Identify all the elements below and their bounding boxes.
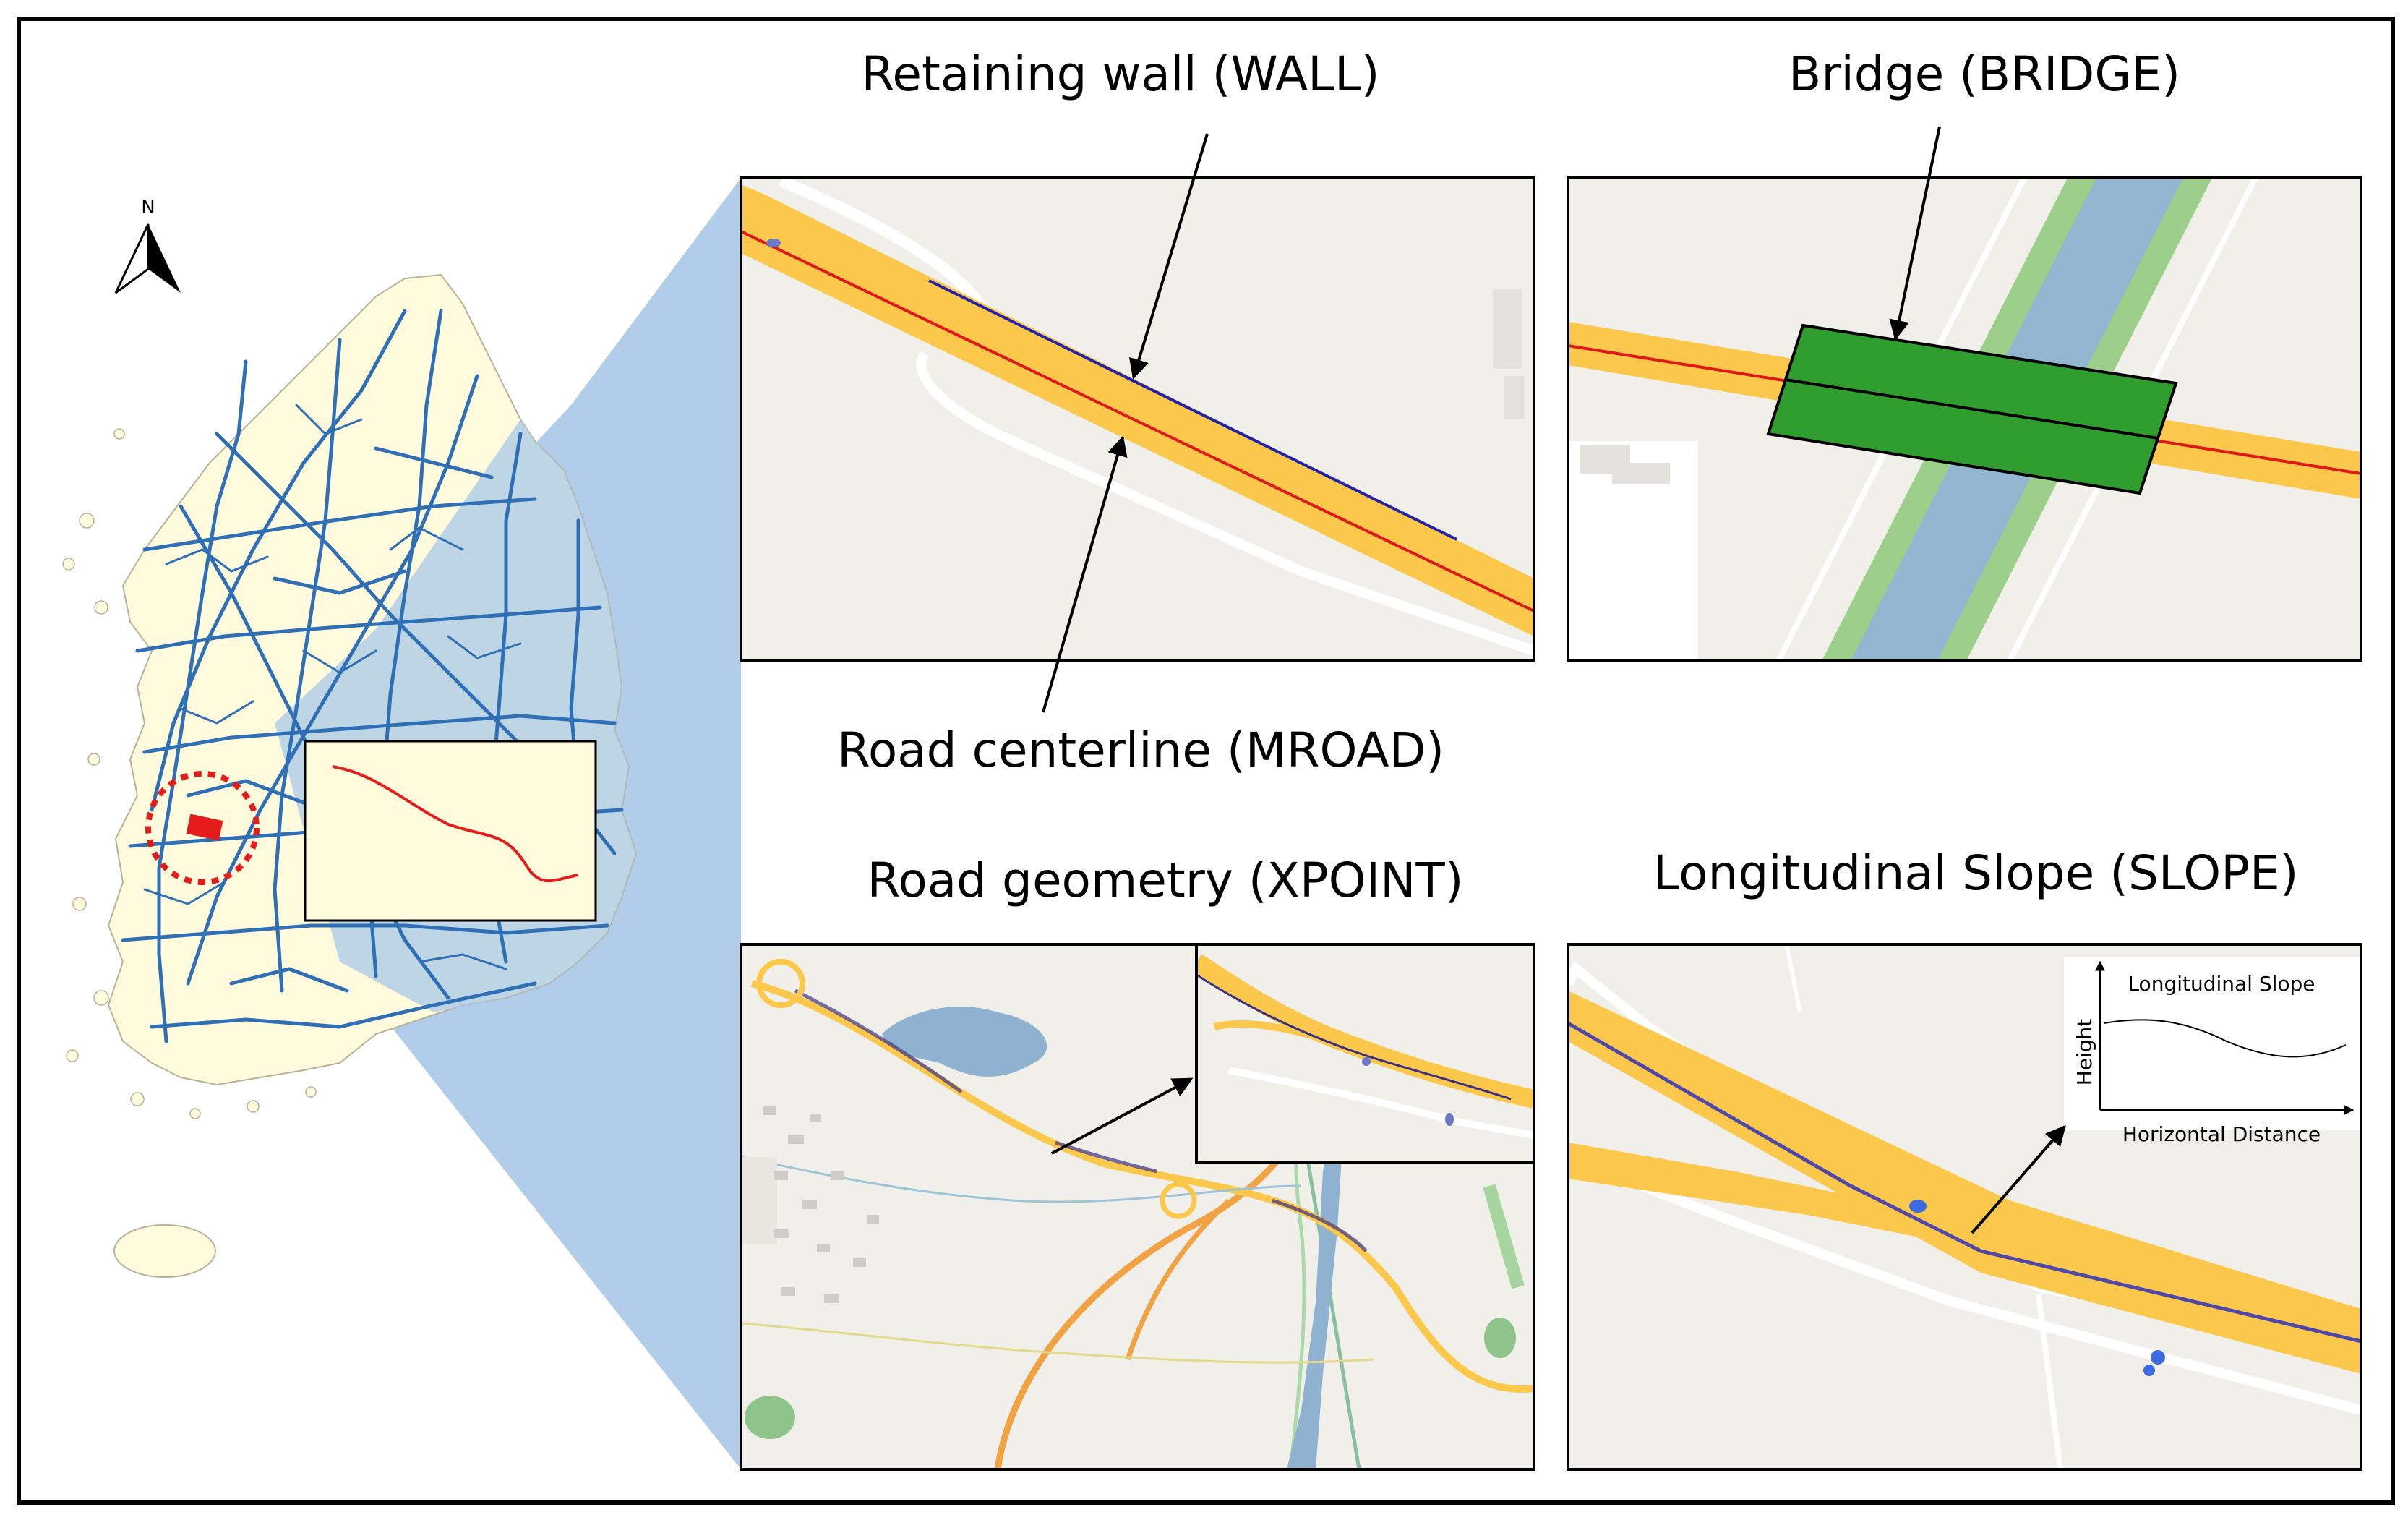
slope-centerline — [1568, 1021, 2361, 1344]
urban-area — [763, 1106, 879, 1303]
label-bridge: Bridge (BRIDGE) — [1788, 46, 2180, 102]
study-area-circle — [145, 771, 260, 885]
label-xpoint: Road geometry (XPOINT) — [867, 853, 1463, 908]
panel-retaining-wall — [740, 176, 1535, 662]
slope-chart — [2064, 957, 2361, 1130]
label-slope: Longitudinal Slope (SLOPE) — [1653, 845, 2299, 901]
jeju-island — [113, 1224, 216, 1278]
slope-chart-title: Longitudinal Slope — [2128, 972, 2315, 996]
wall-line — [928, 279, 1457, 541]
label-wall: Retaining wall (WALL) — [862, 46, 1380, 102]
slope-chart-y-label: Height — [2073, 1019, 2096, 1086]
study-route-inset — [304, 740, 597, 922]
panel-bridge — [1567, 176, 2362, 662]
north-label: N — [141, 197, 155, 218]
north-arrow-icon: N — [114, 197, 181, 294]
study-area-marker — [186, 814, 223, 841]
panel-longitudinal-slope: Longitudinal Slope Height Horizontal Dis… — [1567, 943, 2362, 1471]
label-mroad: Road centerline (MROAD) — [837, 722, 1444, 778]
mroad-line — [741, 230, 1534, 612]
overview-map: N — [62, 178, 741, 1469]
panel-road-geometry — [740, 943, 1535, 1471]
slope-chart-x-label: Horizontal Distance — [2122, 1122, 2321, 1146]
callout-arrows — [1042, 126, 2066, 1234]
islands — [62, 428, 317, 1119]
slope-profile-curve — [2103, 1019, 2347, 1058]
